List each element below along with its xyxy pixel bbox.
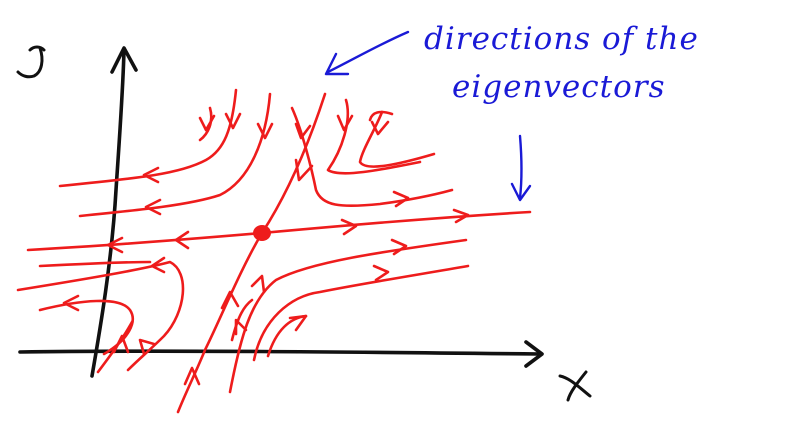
arrow-lower-right-1b (390, 238, 408, 256)
trajectory-upper-right-1 (290, 106, 454, 208)
arrow-up-eigenline-2 (183, 366, 201, 386)
saddle-point (253, 225, 271, 241)
trajectory-lower-left-2 (38, 299, 134, 356)
annotation-arrow-to-stable-line-head (324, 52, 350, 76)
trajectory-lower-left-1 (16, 260, 185, 372)
arrow-left-eigenline-2 (174, 230, 190, 250)
arrow-lower-left-2 (62, 294, 80, 312)
annotation-arrow-to-stable-line (326, 30, 410, 74)
arrow-lower-right-2 (372, 264, 390, 282)
x-axis-label (558, 370, 592, 402)
annotation-arrow-to-unstable-line (518, 134, 523, 200)
arrow-upper-right-1b (392, 190, 410, 208)
arrow-down-eigenline-1 (294, 158, 314, 182)
annotation-arrow-to-unstable-line-head (510, 182, 532, 202)
arrow-right-eigenline-1 (340, 218, 358, 236)
arrow-lower-right-1a (250, 274, 266, 294)
y-axis (90, 48, 126, 378)
trajectory-lower-left-3 (38, 260, 152, 268)
x-axis-arrowhead (524, 340, 544, 368)
trajectory-upper-right-3 (358, 110, 436, 168)
trajectory-lower-right-2 (252, 264, 470, 362)
arrow-upper-right-2 (336, 114, 354, 132)
arrow-left-eigenline-1 (106, 236, 124, 254)
arrow-upper-right-1a (294, 122, 312, 140)
y-axis-arrowhead (110, 46, 138, 74)
arrow-upper-left-1b (142, 166, 160, 184)
trajectory-lower-right-1 (228, 238, 468, 394)
annotation-line-1: directions of the (424, 21, 699, 57)
trajectory-upper-right-2 (326, 98, 422, 175)
trajectory-lower-right-4 (230, 298, 254, 342)
phase-trajectories (16, 88, 532, 414)
annotation-line-2: eigenvectors (452, 69, 666, 105)
arrow-lower-right-3 (288, 314, 308, 332)
trajectory-upper-left-2 (78, 92, 272, 218)
arrow-lower-left-1b (138, 338, 156, 356)
arrow-upper-left-1a (224, 112, 242, 130)
arrow-lower-left-1a (150, 256, 166, 274)
trajectory-upper-left-3 (198, 106, 213, 142)
curl-upper-right-3 (368, 110, 394, 122)
arrow-right-eigenline-2 (452, 208, 470, 224)
arrow-upper-left-3 (198, 114, 216, 132)
y-axis-label (16, 45, 46, 79)
arrow-upper-right-3 (370, 120, 390, 136)
arrow-near-origin (112, 334, 130, 354)
arrow-upper-left-2a (256, 122, 274, 140)
arrow-lower-right-4 (234, 318, 248, 336)
axes (16, 45, 592, 402)
arrow-up-eigenline-1 (220, 290, 240, 310)
trajectory-unstable-eigenline (26, 210, 532, 252)
arrow-upper-left-2b (144, 198, 162, 216)
annotation-arrows (324, 30, 532, 202)
x-axis (18, 349, 542, 356)
